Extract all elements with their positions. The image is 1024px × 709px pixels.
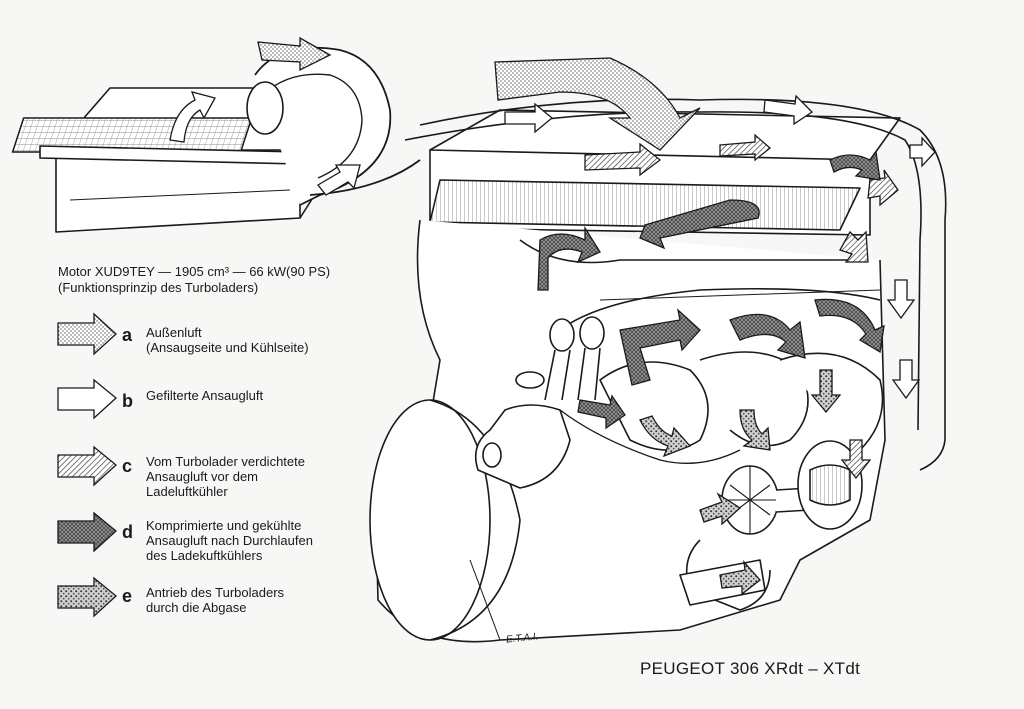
flow-arrow-filtered-2 <box>763 94 814 126</box>
flow-arrow-exhaust-3 <box>810 369 842 414</box>
flow-arrow-exhaust-4 <box>699 492 742 526</box>
flow-arrow-compressed-5 <box>840 439 872 480</box>
flow-arrow-compressed-4 <box>719 133 772 162</box>
flow-arrow-compressed-1 <box>839 230 869 263</box>
legend-item-c: c Vom Turbolader verdichtete Ansaugluft … <box>58 452 388 502</box>
flow-arrow-filtered-1 <box>504 102 554 134</box>
legend-letter: a <box>122 325 133 345</box>
air-filter-box <box>11 87 341 233</box>
engine-block <box>369 219 886 643</box>
legend-swatch-a <box>57 312 117 356</box>
flow-arrow-cooled-3 <box>619 308 701 386</box>
flow-arrow-exhaust-1 <box>639 415 692 458</box>
flow-arrow-filtered-3 <box>909 136 936 168</box>
legend-item-d: d Komprimierte und gekühlte Ansaugluft n… <box>58 516 388 566</box>
piston-assembly <box>474 316 605 489</box>
legend-swatch-d <box>57 511 117 553</box>
legend-line: Komprimierte und gekühlte <box>146 518 302 533</box>
legend-line: Gefilterte Ansaugluft <box>146 388 264 403</box>
flow-arrow-filtered-5 <box>891 359 921 400</box>
legend-item-e: e Antrieb des Turboladers durch die Abga… <box>58 583 388 633</box>
legend-letter: c <box>122 456 133 476</box>
legend-line: Außenluft <box>146 325 202 340</box>
legend-line: durch die Abgase <box>146 600 247 615</box>
legend-swatch-b <box>57 378 117 420</box>
flow-arrow-filtered-4 <box>886 279 916 320</box>
model-title: PEUGEOT 306 XRdt – XTdt <box>640 659 861 678</box>
legend-swatch-c <box>57 445 117 487</box>
flow-arrow-exhaust-2 <box>739 409 771 451</box>
flow-arrow-cooled-6 <box>577 394 626 430</box>
legend-letter: d <box>122 522 133 542</box>
legend-line: (Ansaugseite und Kühlseite) <box>146 340 309 355</box>
flow-arrow-compressed-3 <box>584 142 662 177</box>
legend-letter: e <box>122 586 133 606</box>
flow-arrow-outside-air <box>494 57 701 151</box>
flow-arrow-filtered-6 <box>317 164 361 196</box>
legend-text: Gefilterte Ansaugluft <box>146 388 263 403</box>
legend-line: Vom Turbolader verdichtete <box>146 454 305 469</box>
flow-arrow-cooled-7 <box>829 150 881 181</box>
legend-line: des Ladekuftkühlers <box>146 548 263 563</box>
flow-arrow-cooled-5 <box>814 298 885 354</box>
caption-line-2: (Funktionsprinzip des Turboladers) <box>58 280 259 295</box>
flow-arrow-cooled-4 <box>729 313 806 359</box>
legend-text: Komprimierte und gekühlte Ansaugluft nac… <box>146 518 313 563</box>
legend-letter: b <box>122 391 133 411</box>
legend-item-a: a Außenluft (Ansaugseite und Kühlseite) <box>58 320 388 370</box>
legend-line: Ladeluftkühler <box>146 484 228 499</box>
legend-line: Antrieb des Turboladers <box>146 585 285 600</box>
legend-line: Ansaugluft nach Durchlaufen <box>146 533 313 548</box>
caption-line-1: Motor XUD9TEY — 1905 cm³ — 66 kW(90 PS) <box>58 264 331 279</box>
flow-arrow-cooled-1 <box>639 199 760 250</box>
legend-text: Antrieb des Turboladers durch die Abgase <box>146 585 284 615</box>
legend-line: Ansaugluft vor dem <box>146 469 259 484</box>
flow-arrow-exhaust-5 <box>719 560 761 596</box>
flow-arrow-compressed-2 <box>867 169 899 207</box>
legend-text: Vom Turbolader verdichtete Ansaugluft vo… <box>146 454 305 499</box>
flow-arrow-filtered-7 <box>169 91 216 143</box>
engine-caption: Motor XUD9TEY — 1905 cm³ — 66 kW(90 PS) … <box>58 264 330 296</box>
legend-swatch-e <box>57 576 117 618</box>
legend-item-b: b Gefilterte Ansaugluft <box>58 386 388 436</box>
legend-text: Außenluft (Ansaugseite und Kühlseite) <box>146 325 309 355</box>
flow-arrow-cooled-2 <box>537 225 601 291</box>
flow-arrow-outside-air-small <box>257 36 332 72</box>
